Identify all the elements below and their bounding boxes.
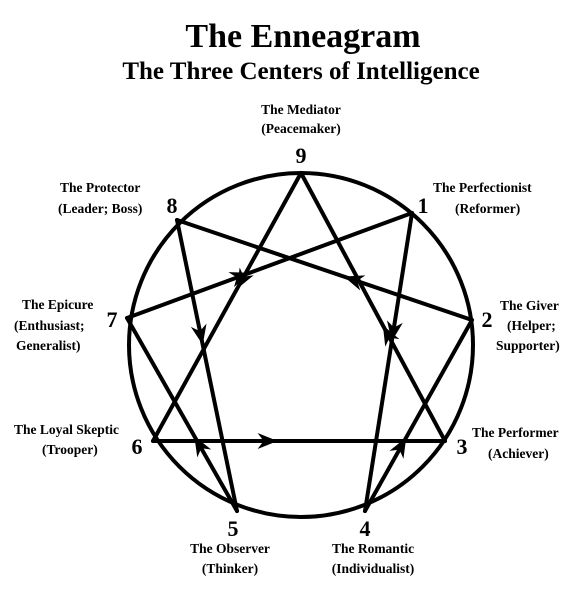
point-alias-9: (Peacemaker) [261, 121, 340, 136]
point-number-5: 5 [228, 516, 239, 541]
connection-lines [125, 171, 474, 513]
diagram-title: The Enneagram [185, 18, 420, 55]
point-alias-4: (Individualist) [332, 561, 415, 576]
point-alias-2: (Helper; [507, 318, 556, 333]
point-number-8: 8 [167, 193, 178, 218]
point-number-1: 1 [418, 193, 429, 218]
arrowhead-3-to-9 [382, 325, 400, 347]
line-2-to-8 [175, 218, 474, 322]
point-alias2-7: Generalist) [16, 338, 80, 353]
point-number-9: 9 [296, 143, 307, 168]
point-alias2-2: Supporter) [496, 338, 560, 353]
arrowhead-4-to-2 [389, 437, 407, 459]
point-name-5: The Observer [190, 541, 270, 556]
line-7-to-1 [125, 211, 414, 320]
diagram-subtitle: The Three Centers of Intelligence [122, 58, 479, 85]
line-3-to-9 [299, 171, 447, 443]
line-9-to-6 [151, 171, 303, 443]
point-number-4: 4 [360, 516, 371, 541]
point-alias-1: (Reformer) [455, 201, 520, 216]
enneagram-circle [127, 171, 475, 519]
arrowhead-6-to-3 [257, 433, 278, 449]
point-number-6: 6 [132, 434, 143, 459]
point-name-8: The Protector [60, 180, 140, 195]
point-alias-6: (Trooper) [42, 442, 98, 457]
point-name-7: The Epicure [22, 297, 93, 312]
point-number-7: 7 [107, 307, 118, 332]
line-1-to-4 [363, 211, 414, 513]
line-8-to-5 [175, 218, 239, 513]
direction-arrows [190, 267, 407, 459]
point-number-2: 2 [482, 307, 493, 332]
arrowhead-2-to-8 [343, 275, 366, 291]
line-5-to-7 [125, 316, 239, 513]
point-name-6: The Loyal Skeptic [14, 422, 119, 437]
point-name-9: The Mediator [261, 102, 341, 117]
point-alias-3: (Achiever) [488, 446, 549, 461]
point-name-3: The Performer [472, 425, 559, 440]
point-alias-5: (Thinker) [202, 561, 258, 576]
arrowhead-8-to-5 [190, 323, 207, 345]
arrowhead-9-to-6 [237, 267, 254, 289]
point-name-1: The Perfectionist [433, 180, 532, 195]
arrowhead-5-to-7 [194, 436, 212, 458]
point-alias-7: (Enthusiast; [14, 318, 85, 333]
point-alias-8: (Leader; Boss) [58, 201, 142, 216]
line-4-to-2 [363, 318, 474, 513]
point-name-2: The Giver [500, 298, 559, 313]
point-name-4: The Romantic [332, 541, 414, 556]
point-number-3: 3 [457, 434, 468, 459]
